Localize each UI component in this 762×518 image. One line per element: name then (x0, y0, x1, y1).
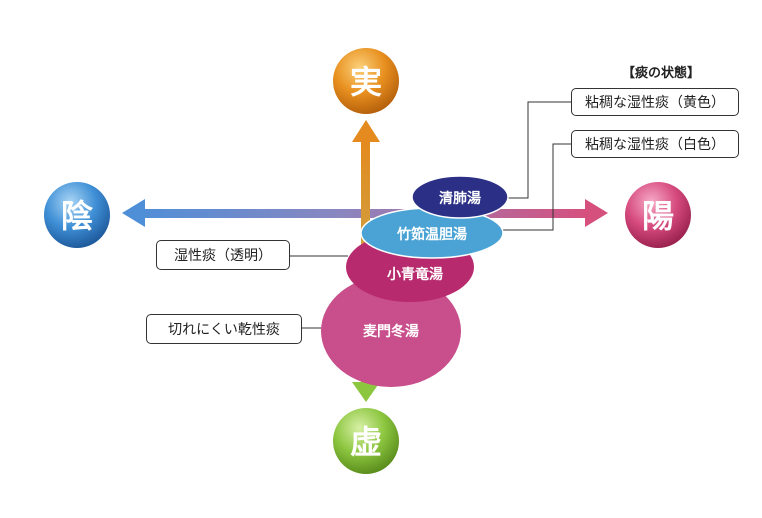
formula-chikujo-label: 竹筎温胆湯 (396, 226, 467, 243)
arrow-right-icon (585, 199, 608, 227)
formula-bakumondo: 麦門冬湯 (321, 275, 461, 387)
legend-title: 【痰の状態】 (621, 66, 700, 81)
arrow-left-icon (122, 199, 145, 227)
formula-seihaito-label: 清肺湯 (439, 190, 481, 207)
pole-bottom: 虚 (333, 408, 399, 474)
connector-yellow (503, 101, 571, 199)
pole-top-label: 実 (350, 63, 382, 101)
callout-yellow-sputum: 粘稠な湿性痰（黄色） (571, 88, 739, 116)
formula-seihaito: 清肺湯 (411, 175, 509, 219)
pole-left-label: 陰 (61, 197, 93, 235)
callout-clear-sputum: 湿性痰（透明） (156, 240, 290, 270)
formula-bakumondo-label: 麦門冬湯 (363, 323, 419, 340)
pole-bottom-label: 虚 (350, 423, 382, 461)
pole-top: 実 (333, 48, 399, 114)
pole-left: 陰 (44, 182, 110, 248)
connector-white (503, 143, 571, 231)
arrow-down-icon (352, 382, 380, 402)
pole-right: 陽 (625, 182, 691, 248)
callout-dry-sputum: 切れにくい乾性痰 (146, 314, 302, 344)
callout-white-sputum: 粘稠な湿性痰（白色） (571, 130, 739, 158)
pole-right-label: 陽 (642, 197, 674, 235)
arrow-up-icon (352, 120, 380, 142)
formula-shoseiryu-label: 小青竜湯 (387, 266, 443, 283)
